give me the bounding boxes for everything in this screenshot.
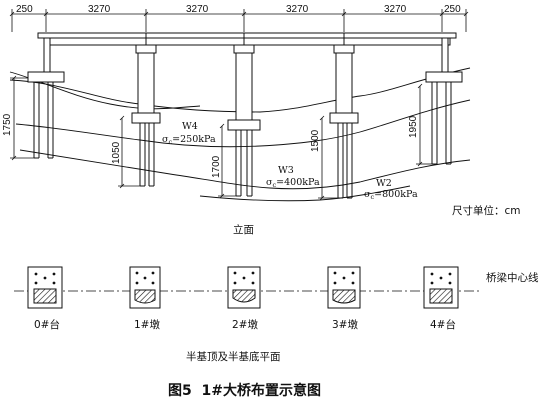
- vertical-dimension-lines: [10, 75, 432, 201]
- w2-boundary-line: [199, 185, 411, 202]
- pier-3-elevation: [329, 44, 359, 199]
- pier-2-elevation: [227, 44, 261, 197]
- elevation-caption: 立面: [233, 223, 254, 236]
- span-dim-2: 3270: [186, 4, 209, 15]
- abutment-4-elevation: [425, 71, 463, 165]
- support-label-2: 2#墩: [232, 318, 258, 331]
- support-label-4: 4#台: [430, 318, 456, 331]
- layer-w3-name: W3: [278, 165, 294, 176]
- span-dim-right-end: 250: [444, 4, 461, 15]
- dim-1950: 1950: [408, 115, 419, 138]
- pier-1-elevation: [131, 44, 161, 187]
- abutment-0-elevation: [27, 71, 65, 159]
- plan-support-2: [227, 266, 261, 309]
- unit-note: 尺寸单位：cm: [452, 204, 521, 217]
- strata-lines: [9, 67, 471, 202]
- plan-support-1: [129, 266, 161, 309]
- dim-1500: 1500: [310, 129, 321, 152]
- span-dim-4: 3270: [384, 4, 407, 15]
- span-dim-3: 3270: [286, 4, 309, 15]
- support-label-3: 3#墩: [332, 318, 358, 331]
- top-dimension-line: [9, 9, 469, 32]
- layer-w4-name: W4: [182, 121, 198, 132]
- figure-title: 图5 1#大桥布置示意图: [168, 382, 321, 399]
- support-label-1: 1#墩: [134, 318, 160, 331]
- plan-caption: 半基顶及半基底平面: [186, 350, 281, 363]
- span-dim-left-end: 250: [16, 4, 33, 15]
- centerline-label: 桥梁中心线: [486, 271, 539, 284]
- layer-w2-sigma-label: σc=800kPa: [364, 189, 418, 201]
- dim-1750: 1750: [2, 113, 13, 136]
- bridge-deck: [37, 32, 457, 46]
- layer-w3-sigma-label: σc=400kPa: [266, 177, 320, 189]
- w3-boundary-line: [19, 149, 471, 190]
- ground-surface-line: [9, 67, 471, 113]
- plan-support-3: [327, 266, 361, 309]
- plan-support-0: [27, 266, 63, 309]
- dim-1050: 1050: [111, 141, 122, 164]
- layer-w2-name: W2: [376, 178, 392, 189]
- span-dim-1: 3270: [88, 4, 111, 15]
- dim-1700: 1700: [211, 155, 222, 178]
- plan-support-4: [423, 266, 459, 309]
- support-label-0: 0#台: [34, 318, 60, 331]
- w4-boundary-line: [15, 99, 471, 148]
- layer-w4-sigma-label: σc=250kPa: [162, 134, 216, 146]
